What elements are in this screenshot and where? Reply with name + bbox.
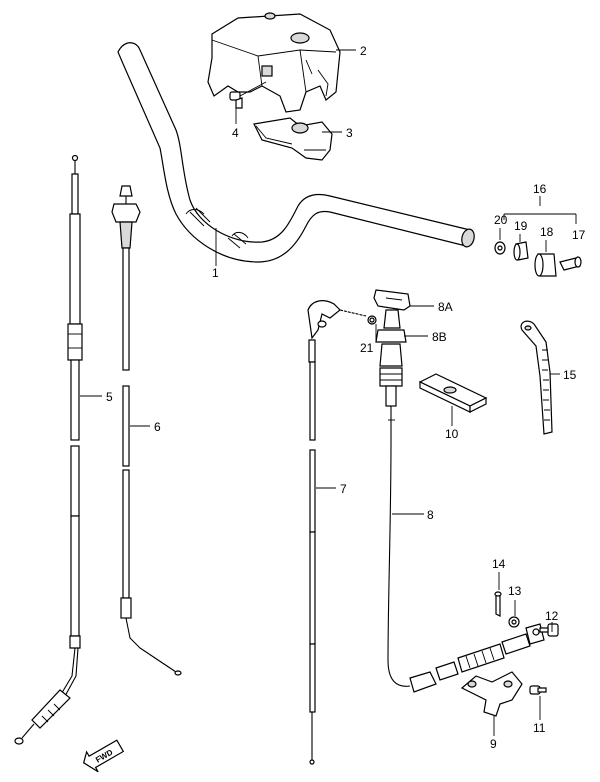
- part-label-13: 13: [508, 584, 522, 598]
- part-label-3: 3: [346, 126, 353, 140]
- part-label-8b: 8B: [432, 330, 447, 344]
- bolt-12: [539, 623, 559, 637]
- part-label-20: 20: [494, 213, 508, 227]
- part-label-10: 10: [445, 427, 459, 441]
- handlebar: [117, 42, 475, 263]
- choke-lever: [367, 289, 411, 687]
- bracket-9: [460, 671, 523, 717]
- cable-6: [111, 185, 182, 676]
- part-label-2: 2: [360, 44, 367, 58]
- part-label-1: 1: [212, 266, 219, 280]
- part-label-21: 21: [360, 341, 374, 355]
- part-label-6: 6: [154, 420, 161, 434]
- part-label-16: 16: [533, 182, 547, 196]
- cotter-pin-14: [494, 591, 502, 617]
- part-label-15: 15: [563, 368, 577, 382]
- cable-tie-15: [520, 320, 553, 435]
- part-label-7: 7: [340, 482, 347, 496]
- part-label-9: 9: [490, 737, 497, 751]
- part-label-5: 5: [106, 390, 113, 404]
- handlebar-holder: [253, 117, 333, 161]
- part-label-19: 19: [514, 219, 528, 233]
- part-labels: 1 2 3 4 5 6 7 8 8A 8B 9 10 11 12 13 14 1…: [106, 44, 586, 751]
- part-label-18: 18: [540, 225, 554, 239]
- washer-13: [508, 616, 520, 628]
- bolt-11: [529, 685, 547, 695]
- part-label-14: 14: [492, 557, 506, 571]
- part-label-12: 12: [545, 609, 559, 623]
- part-label-8a: 8A: [438, 300, 453, 314]
- cable-5: [14, 154, 83, 745]
- part-label-11: 11: [533, 721, 546, 735]
- bar-end-parts: [494, 241, 582, 277]
- fwd-arrow: FWD: [82, 739, 125, 773]
- bolt-4: [229, 81, 267, 109]
- part-label-8: 8: [427, 508, 434, 522]
- cable-7: [307, 300, 367, 765]
- part-label-17: 17: [572, 228, 586, 242]
- leader-lines: [80, 49, 577, 736]
- plate-10: [418, 373, 488, 413]
- part-label-4: 4: [232, 126, 239, 140]
- handlebar-cover: [207, 12, 341, 113]
